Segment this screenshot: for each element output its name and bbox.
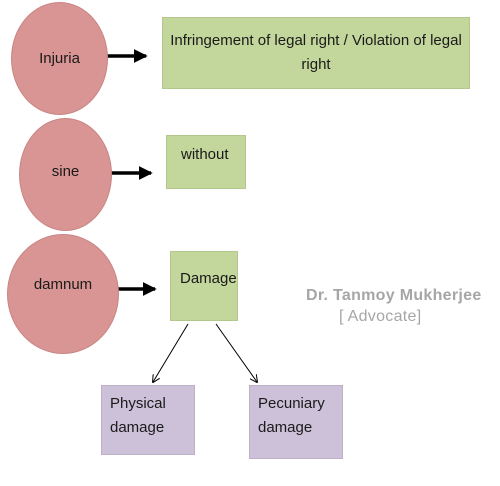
damage-type-pecuniary-box: Pecuniary damage [249,385,343,459]
meaning-injuria-box: Infringement of legal right / Violation … [162,17,470,89]
meaning-sine-text: without [181,146,229,163]
meaning-injuria-text: Infringement of legal right / Violation … [170,32,462,73]
arrow-to-physical [153,323,189,382]
term-damnum-label: damnum [33,275,93,293]
watermark-role: [ Advocate] [339,308,422,325]
term-injuria-circle: Injuria [11,2,108,115]
term-sine-circle: sine [19,118,112,231]
damage-type-physical-box: Physical damage [101,385,195,455]
arrow-to-pecuniary [215,323,257,382]
meaning-damnum-box: Damage [170,251,238,321]
term-damnum-circle: damnum [7,234,119,354]
watermark-name: Dr. Tanmoy Mukherjee [306,287,482,304]
term-sine-label: sine [51,163,80,180]
term-injuria-label: Injuria [39,50,80,67]
meaning-damnum-text: Damage [180,270,237,287]
damage-type-physical-text: Physical damage [110,395,166,436]
damage-type-pecuniary-text: Pecuniary damage [258,395,325,436]
meaning-sine-box: without [166,135,246,189]
